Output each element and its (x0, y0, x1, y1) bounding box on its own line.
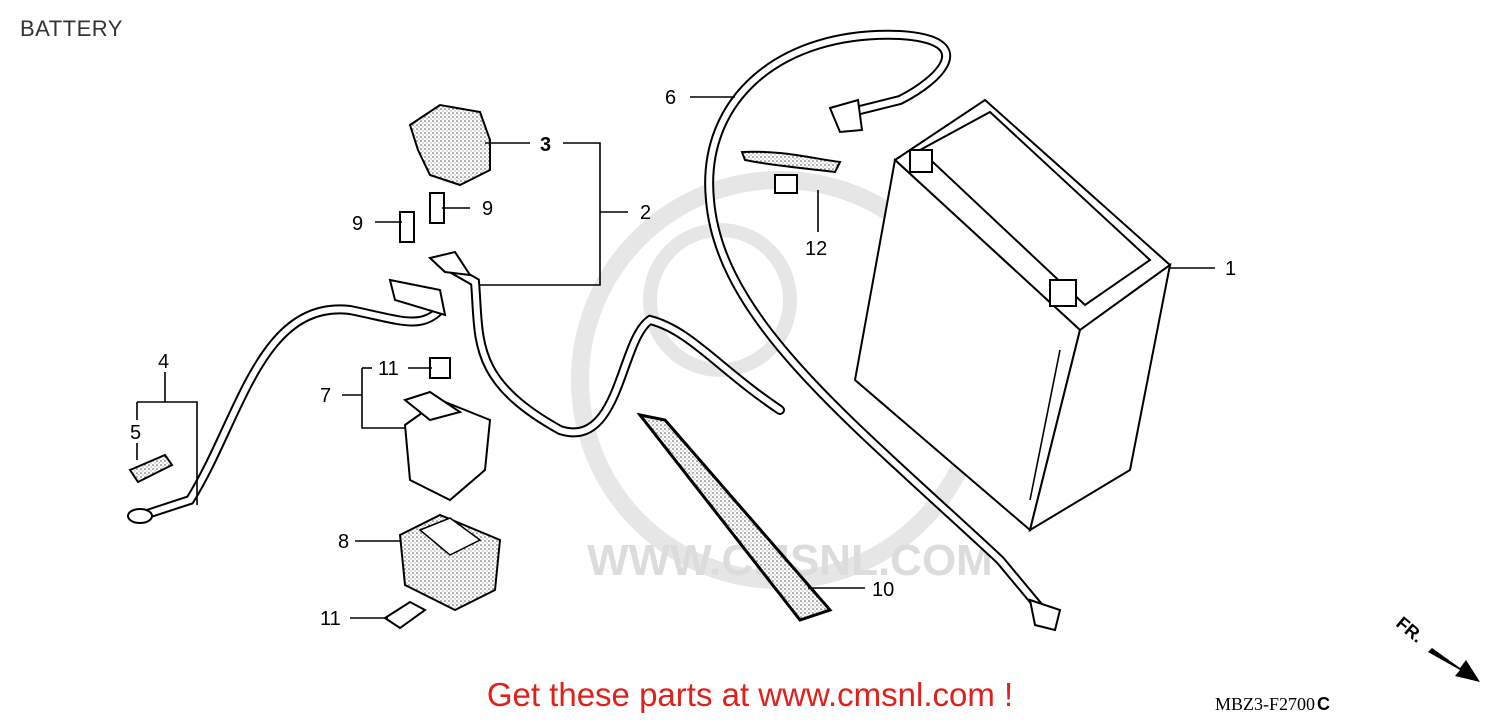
callout-3: 3 (540, 134, 551, 156)
callout-11-bottom: 11 (320, 608, 341, 630)
callout-1: 1 (1225, 258, 1236, 280)
relay-cover-part-8 (398, 513, 502, 612)
starter-relay-part-7 (402, 390, 492, 502)
callout-2: 2 (640, 202, 651, 224)
callout-8: 8 (338, 531, 349, 553)
front-label: FR. (1392, 613, 1427, 647)
arrow-icon (1428, 648, 1480, 682)
cable-part-6 (704, 29, 1062, 632)
promo-banner[interactable]: Get these parts at www.cmsnl.com ! (486, 676, 1014, 713)
callout-11-top: 11 (378, 358, 399, 380)
callout-5: 5 (130, 422, 141, 444)
diagram-title: BATTERY (20, 16, 123, 41)
callout-numbers: 1 2 3 4 5 6 7 8 9 9 10 11 11 12 (130, 87, 1236, 630)
callout-10: 10 (872, 579, 894, 601)
callout-7: 7 (320, 385, 331, 407)
band-part-12 (740, 150, 842, 194)
leader-lines (136, 96, 1215, 619)
callout-9-right: 9 (482, 198, 493, 220)
callout-6: 6 (665, 87, 676, 109)
band-part-10 (636, 412, 833, 622)
part-code-suffix: C (1317, 694, 1330, 714)
front-direction-indicator: FR. (1392, 613, 1480, 682)
terminal-cover-part-3 (408, 103, 491, 187)
callout-12: 12 (805, 238, 827, 260)
callout-4: 4 (158, 351, 169, 373)
bolt-part-5 (128, 453, 174, 484)
battery-part-1 (853, 98, 1172, 533)
callout-9-left: 9 (352, 213, 363, 235)
bolt-part-9 (399, 192, 445, 243)
cable-part-4 (127, 278, 447, 524)
part-code-main: MBZ3-F2700 (1214, 694, 1315, 714)
fuse-part-11 (383, 357, 451, 630)
cable-part-2 (427, 250, 785, 438)
